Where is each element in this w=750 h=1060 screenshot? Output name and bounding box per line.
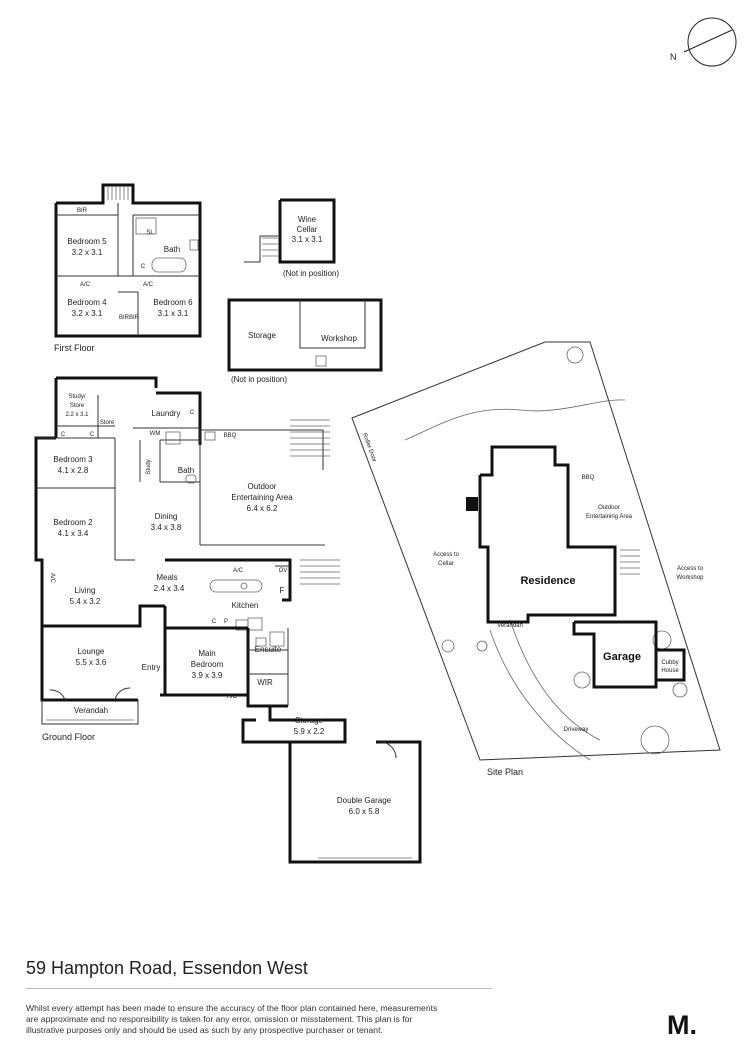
site-driveway-label: Driveway (564, 727, 589, 733)
gf-c-label-2: C (90, 432, 95, 438)
site-garage-label: Garage (603, 651, 641, 663)
floor-plan: N BIR SL Bedroom 5 3.2 x 3.1 Bath C A/C … (34, 17, 737, 864)
bedroom5-dims: 3.2 x 3.1 (72, 248, 103, 257)
entry-name: Entry (142, 663, 161, 672)
bedroom2-dims: 4.1 x 3.4 (58, 529, 89, 538)
first-floor-caption: First Floor (54, 343, 95, 353)
wine-cellar-name: Wine (298, 215, 317, 224)
bir-label-b: BIR (129, 315, 140, 321)
dining-name: Dining (155, 512, 178, 521)
outbuilding-plan: Storage Workshop (Not in position) (227, 298, 383, 384)
wine-cellar-dims: 3.1 x 3.1 (292, 235, 323, 244)
site-verandah-label: Verandah (497, 623, 523, 629)
outbuilding-storage-name: Storage (248, 331, 277, 340)
garage-name: Double Garage (337, 796, 392, 805)
site-cubby-label: Cubby (661, 660, 678, 666)
disclaimer-text: Whilst every attempt has been made to en… (26, 1003, 438, 1035)
garage-dims: 6.0 x 5.8 (349, 807, 380, 816)
main-bedroom-name2: Bedroom (191, 660, 224, 669)
study-vertical-label: Study (146, 459, 152, 474)
site-access-workshop-label: Access to (677, 566, 704, 572)
wine-cellar-name2: Cellar (297, 225, 318, 234)
outdoor-dims: 6.4 x 6.2 (247, 504, 278, 513)
bedroom3-dims: 4.1 x 2.8 (58, 466, 89, 475)
lounge-dims: 5.5 x 3.6 (76, 658, 107, 667)
ov-label: OV (279, 568, 288, 574)
north-arrow-icon (683, 29, 733, 53)
bedroom3-name: Bedroom 3 (53, 455, 93, 464)
wir-label: WIR (257, 678, 273, 687)
wine-cellar-note: (Not in position) (283, 269, 339, 278)
laundry-name: Laundry (152, 409, 181, 418)
site-access-workshop-label2: Workshop (677, 575, 705, 581)
site-plan: Residence Garage Cubby House BBQ Outdoor… (351, 341, 721, 777)
laundry-c-label: C (190, 410, 195, 416)
bedroom4-name: Bedroom 4 (67, 298, 107, 307)
site-access-cellar-label2: Cellar (438, 561, 454, 567)
lounge-name: Lounge (78, 647, 105, 656)
bedroom2-name: Bedroom 2 (53, 518, 93, 527)
bedroom6-dims: 3.1 x 3.1 (158, 309, 189, 318)
outdoor-name: Outdoor (248, 482, 277, 491)
living-ac-label: A/C (49, 573, 55, 584)
bir-label: BIR (77, 208, 88, 214)
compass-north-label: N (670, 52, 677, 62)
main-bedroom-name: Main (198, 649, 215, 658)
sl-label: SL (146, 230, 154, 236)
meals-name: Meals (156, 573, 177, 582)
ff-bath-name: Bath (164, 245, 180, 254)
dining-dims: 3.4 x 3.8 (151, 523, 182, 532)
site-residence-label: Residence (520, 575, 575, 587)
storage-dims: 5.9 x 2.2 (294, 727, 325, 736)
ground-floor-caption: Ground Floor (42, 732, 95, 742)
living-dims: 5.4 x 3.2 (70, 597, 101, 606)
study-store-name: Study/ (68, 394, 85, 400)
bedroom4-dims: 3.2 x 3.1 (72, 309, 103, 318)
ground-floor-plan: Study/ Store 2.2 x 3.1 C C Store Laundry… (34, 376, 422, 864)
fridge-label: F (280, 586, 285, 595)
storage-name: Storage (295, 716, 324, 725)
kitchen-name: Kitchen (232, 601, 259, 610)
bedroom5-name: Bedroom 5 (67, 237, 107, 246)
study-store-dims: 2.2 x 3.1 (65, 412, 89, 418)
site-cubby-label2: House (661, 668, 679, 674)
meals-dims: 2.4 x 3.4 (154, 584, 185, 593)
site-outdoor-label: Outdoor (598, 505, 620, 511)
compass: N (670, 17, 737, 67)
gf-c-label-1: C (61, 432, 66, 438)
first-floor-plan: BIR SL Bedroom 5 3.2 x 3.1 Bath C A/C A/… (54, 183, 202, 353)
footer-divider (26, 988, 492, 989)
outbuilding-note: (Not in position) (231, 375, 287, 384)
brand-logo: M. (667, 1010, 697, 1040)
outdoor-name2: Entertaining Area (231, 493, 293, 502)
bir-label-a: BIR (119, 315, 130, 321)
bedroom6-name: Bedroom 6 (153, 298, 193, 307)
wm-label: WM (150, 431, 161, 437)
main-bedroom-ac-label: A/C (227, 694, 238, 700)
pantry-label: P (224, 619, 228, 625)
study-store-name2: Store (70, 403, 85, 409)
wine-cellar-plan: Wine Cellar 3.1 x 3.1 (Not in position) (244, 198, 339, 278)
living-name: Living (75, 586, 96, 595)
cellar-access-marker (466, 497, 478, 511)
verandah-name: Verandah (74, 706, 108, 715)
site-access-cellar-label: Access to (433, 552, 460, 558)
ensuite-name: Ensuite (255, 645, 282, 654)
ff-ac-label-1: A/C (80, 282, 91, 288)
ff-ac-label-2: A/C (143, 282, 154, 288)
kitchen-c-label: C (212, 619, 217, 625)
property-address: 59 Hampton Road, Essendon West (26, 958, 308, 978)
outbuilding-workshop-name: Workshop (321, 334, 357, 343)
bbq-label: BBQ (224, 433, 237, 439)
site-plan-caption: Site Plan (487, 767, 523, 777)
meals-ac-label: A/C (233, 568, 244, 574)
site-outdoor-label2: Entertaining Area (586, 514, 633, 520)
gf-bath-name: Bath (178, 466, 194, 475)
site-bbq-label: BBQ (582, 475, 595, 481)
ff-c-label: C (141, 264, 146, 270)
store-label: Store (100, 420, 115, 426)
main-bedroom-dims: 3.9 x 3.9 (192, 671, 223, 680)
